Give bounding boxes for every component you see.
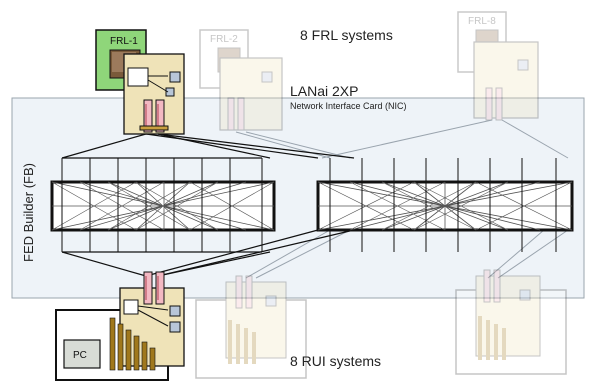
rui-1-nic-slot-b <box>155 271 165 305</box>
frl-1-system: FRL-1 <box>95 29 185 135</box>
frl-8-system: FRL-8 <box>457 11 539 121</box>
fed-builder-label: FED Builder (FB) <box>21 163 36 262</box>
frl-8-label: FRL-8 <box>468 16 496 27</box>
switch-right <box>316 158 574 252</box>
rui-1-system: PC <box>55 271 185 381</box>
frl-systems-label: 8 FRL systems <box>300 27 393 43</box>
frl-1-host-board <box>123 53 185 135</box>
pc-label: PC <box>73 350 87 361</box>
switch-left <box>50 158 276 252</box>
pc-box <box>63 339 101 369</box>
frl-1-links <box>61 133 355 159</box>
rui-1-links <box>61 229 355 277</box>
frl-1-nic-slot-b <box>155 99 165 133</box>
rui-1-nic-slot-a <box>143 271 153 305</box>
nic-title: LANai 2XP <box>290 83 358 99</box>
switch-bands <box>62 157 262 253</box>
rui-2-system <box>195 275 307 379</box>
frl-2-label: FRL-2 <box>210 34 238 45</box>
frl-1-nic-slot-a <box>143 99 153 133</box>
rui-8-system <box>455 269 567 375</box>
ram-sticks <box>109 317 156 371</box>
frl-2-system: FRL-2 <box>199 29 283 131</box>
frl-1-label: FRL-1 <box>110 36 138 47</box>
rui-systems-label: 8 RUI systems <box>290 353 381 369</box>
nic-subtitle: Network Interface Card (NIC) <box>290 101 407 111</box>
